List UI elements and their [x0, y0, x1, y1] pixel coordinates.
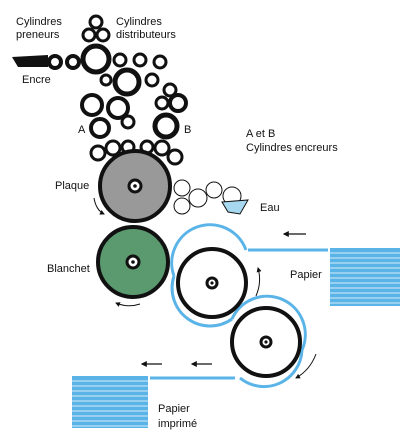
- paper-path: [150, 223, 328, 389]
- impression-cylinder: [176, 247, 248, 319]
- plate-cylinder: [98, 149, 172, 223]
- label-papier-imprime-1: Papier: [158, 403, 190, 415]
- label-encreurs-1: A et B: [246, 128, 275, 140]
- label-a: A: [78, 124, 86, 136]
- blanket-rotation-arrow: [115, 302, 141, 307]
- plate-rotation-arrow: [93, 197, 105, 215]
- blanket-cylinder: [96, 225, 170, 299]
- delivery-cylinder: [230, 306, 302, 378]
- label-b: B: [184, 124, 191, 136]
- impression-rotation-arrow: [255, 267, 262, 297]
- paper-direction-arrows: [140, 231, 306, 367]
- printed-paper-stack: [72, 376, 148, 428]
- label-papier: Papier: [290, 269, 322, 281]
- label-cylindres-preneurs-1: Cylindres: [16, 16, 62, 28]
- label-eau: Eau: [260, 202, 280, 214]
- label-plaque: Plaque: [55, 180, 89, 192]
- label-encre: Encre: [22, 74, 51, 86]
- label-cylindres-preneurs-2: preneurs: [16, 29, 60, 41]
- water-trough: [221, 199, 249, 215]
- delivery-rotation-arrow: [295, 353, 317, 379]
- label-cylindres-distributeurs-1: Cylindres: [116, 16, 162, 28]
- label-blanchet: Blanchet: [47, 263, 90, 275]
- label-cylindres-distributeurs-2: distributeurs: [116, 29, 176, 41]
- label-papier-imprime-2: imprimé: [158, 418, 197, 430]
- paper-feed-stack: [330, 248, 400, 306]
- label-encreurs-2: Cylindres encreurs: [246, 142, 338, 154]
- ink-fountain: [12, 55, 48, 67]
- ink-rollers: [47, 14, 188, 166]
